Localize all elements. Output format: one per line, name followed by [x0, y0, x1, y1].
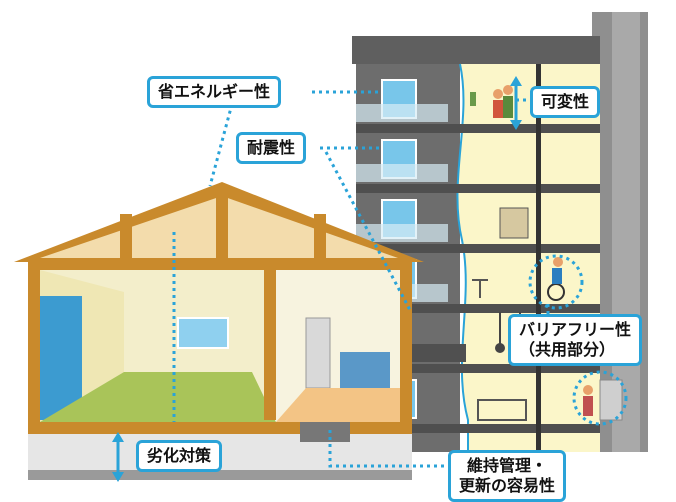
person-icon	[493, 89, 503, 99]
label-barrier-free-line2: （共用部分）	[519, 340, 616, 359]
label-variability: 可変性	[530, 86, 601, 118]
table	[477, 399, 527, 421]
variability-arrow-icon	[510, 76, 522, 130]
label-maintenance-line2: 更新の容易性	[459, 476, 556, 495]
sliding-door	[40, 296, 82, 420]
floor-slab	[356, 124, 600, 133]
refrigerator	[305, 317, 331, 389]
plant-icon	[470, 92, 476, 106]
room-window	[177, 317, 229, 349]
balcony-railing	[356, 164, 448, 182]
elevator-door	[599, 379, 623, 421]
label-barrier-free-line1: バリアフリー性	[519, 320, 632, 339]
label-barrier-free: バリアフリー性 （共用部分）	[508, 314, 643, 366]
person-icon	[503, 85, 513, 95]
barrier-free-highlight	[528, 254, 584, 310]
label-maintenance-line1: 維持管理・	[467, 456, 548, 475]
building-cutaway	[457, 64, 600, 452]
balcony-railing	[356, 104, 448, 122]
tatami-floor	[40, 372, 276, 422]
floor-slab	[356, 184, 600, 193]
wheelchair-user-icon	[553, 257, 563, 267]
balcony-railing	[356, 224, 448, 242]
elderly-person-icon	[583, 385, 593, 395]
wooden-house	[14, 182, 424, 480]
deterioration-arrow-icon	[112, 432, 124, 482]
cabinet	[499, 207, 529, 239]
floor-slab	[356, 424, 600, 433]
pipe	[300, 422, 350, 442]
label-maintenance: 維持管理・ 更新の容易性	[448, 450, 567, 502]
wood-floor	[276, 388, 400, 422]
elevator-highlight	[572, 370, 628, 426]
ceiling-beam	[28, 258, 412, 270]
foundation	[28, 470, 412, 480]
floor-slab	[356, 364, 600, 373]
label-seismic: 耐震性	[236, 132, 307, 164]
pendant-lamp	[495, 343, 505, 353]
floor-beam	[28, 422, 412, 434]
building-roof	[352, 36, 600, 64]
kitchen-counter	[340, 352, 390, 388]
floor-slab	[356, 244, 600, 253]
label-energy-saving: 省エネルギー性	[147, 76, 282, 108]
label-deterioration: 劣化対策	[136, 440, 223, 472]
leader-lines	[116, 90, 628, 472]
floor-slab	[356, 304, 600, 313]
